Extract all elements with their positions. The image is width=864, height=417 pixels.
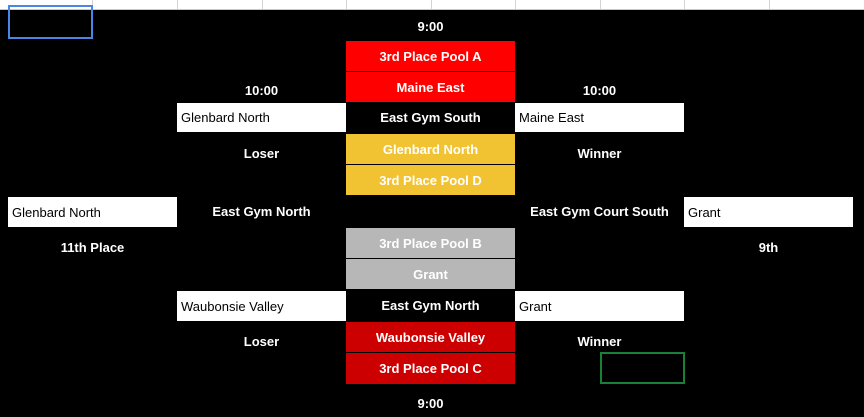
pool-b-cell[interactable]: 3rd Place Pool B <box>346 228 515 258</box>
column-divider <box>600 0 601 9</box>
header-row <box>0 0 864 10</box>
column-divider <box>684 0 685 9</box>
top-time-cell[interactable]: 9:00 <box>417 19 444 34</box>
right-place-cell[interactable]: 9th <box>758 239 779 255</box>
left-place-cell[interactable]: 11th Place <box>60 239 125 255</box>
far-left-team-cell[interactable]: Glenbard North <box>8 197 177 227</box>
left-loser-upper-cell[interactable]: Loser <box>243 145 280 161</box>
column-divider <box>262 0 263 9</box>
collaborator-cell-selection[interactable] <box>600 352 685 384</box>
column-divider <box>92 0 93 9</box>
waubonsie-valley-center-cell[interactable]: Waubonsie Valley <box>346 322 515 352</box>
east-gym-north-center-cell[interactable]: East Gym North <box>381 297 480 313</box>
column-divider <box>177 0 178 9</box>
right-venue-cell[interactable]: East Gym Court South <box>530 203 669 219</box>
left-loser-lower-cell[interactable]: Loser <box>243 333 280 349</box>
column-divider <box>769 0 770 9</box>
active-cell-selection[interactable] <box>8 5 93 39</box>
left-time-cell[interactable]: 10:00 <box>244 82 279 98</box>
pool-d-cell[interactable]: 3rd Place Pool D <box>346 165 515 195</box>
right-winner-upper-cell[interactable]: Winner <box>577 145 622 161</box>
left-team-lower-cell[interactable]: Waubonsie Valley <box>177 291 346 321</box>
east-gym-south-cell[interactable]: East Gym South <box>380 109 481 125</box>
right-time-cell[interactable]: 10:00 <box>582 82 617 98</box>
maine-east-center-cell[interactable]: Maine East <box>346 72 515 102</box>
grant-center-cell[interactable]: Grant <box>346 259 515 289</box>
glenbard-north-center-cell[interactable]: Glenbard North <box>346 134 515 164</box>
right-winner-lower-cell[interactable]: Winner <box>577 333 622 349</box>
column-divider <box>431 0 432 9</box>
right-team-upper-cell[interactable]: Maine East <box>515 103 684 132</box>
left-venue-cell[interactable]: East Gym North <box>212 203 311 219</box>
column-divider <box>515 0 516 9</box>
column-divider <box>346 0 347 9</box>
pool-a-cell[interactable]: 3rd Place Pool A <box>346 41 515 71</box>
right-team-lower-cell[interactable]: Grant <box>515 291 684 321</box>
pool-c-cell[interactable]: 3rd Place Pool C <box>346 353 515 384</box>
left-team-upper-cell[interactable]: Glenbard North <box>177 103 346 132</box>
far-right-team-cell[interactable]: Grant <box>684 197 853 227</box>
bottom-time-cell[interactable]: 9:00 <box>417 395 444 411</box>
